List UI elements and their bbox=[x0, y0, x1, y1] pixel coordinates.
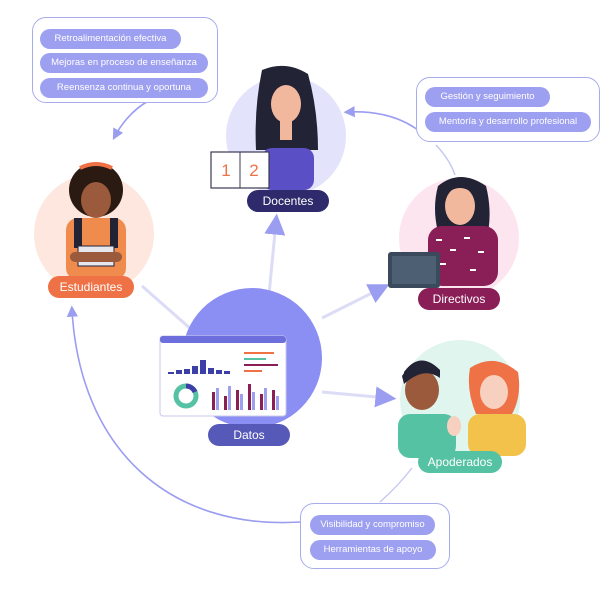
chip-herramientas: Herramientas de apoyo bbox=[310, 540, 436, 560]
connector-apoderados-to-estudiantes bbox=[66, 305, 301, 524]
connector-apoderados-callout bbox=[379, 467, 413, 503]
spoke-datos-directivos bbox=[321, 284, 390, 320]
spoke-datos-apoderados bbox=[321, 386, 397, 408]
chip-gestion-seguimiento: Gestión y seguimiento bbox=[425, 87, 550, 107]
connector-directivos-to-docentes bbox=[343, 106, 419, 131]
node-label-datos: Datos bbox=[208, 424, 290, 446]
chip-reensenza: Reensenza continua y oportuna bbox=[40, 78, 208, 98]
book-page-2: 2 bbox=[249, 161, 258, 180]
teacher-illustration: 1 2 bbox=[210, 65, 318, 190]
student-illustration bbox=[66, 162, 126, 280]
dashboard-illustration bbox=[159, 335, 287, 417]
node-label-docentes: Docentes bbox=[247, 190, 329, 212]
connector-docentes-callout-to-estudiantes bbox=[112, 99, 151, 140]
node-label-directivos: Directivos bbox=[418, 288, 500, 310]
chip-mejoras-ensenanza: Mejoras en proceso de enseñanza bbox=[40, 53, 208, 73]
connector-directivos-callout bbox=[435, 144, 456, 176]
node-label-apoderados: Apoderados bbox=[418, 451, 502, 473]
spoke-datos-estudiantes bbox=[141, 284, 193, 332]
node-label-estudiantes: Estudiantes bbox=[48, 276, 134, 298]
director-illustration bbox=[388, 177, 498, 288]
chip-mentoria: Mentoría y desarrollo profesional bbox=[425, 112, 591, 132]
chip-visibilidad: Visibilidad y compromiso bbox=[310, 515, 435, 535]
book-page-1: 1 bbox=[221, 161, 230, 180]
chip-retroalimentacion: Retroalimentación efectiva bbox=[40, 29, 181, 49]
parents-illustration bbox=[398, 360, 526, 458]
